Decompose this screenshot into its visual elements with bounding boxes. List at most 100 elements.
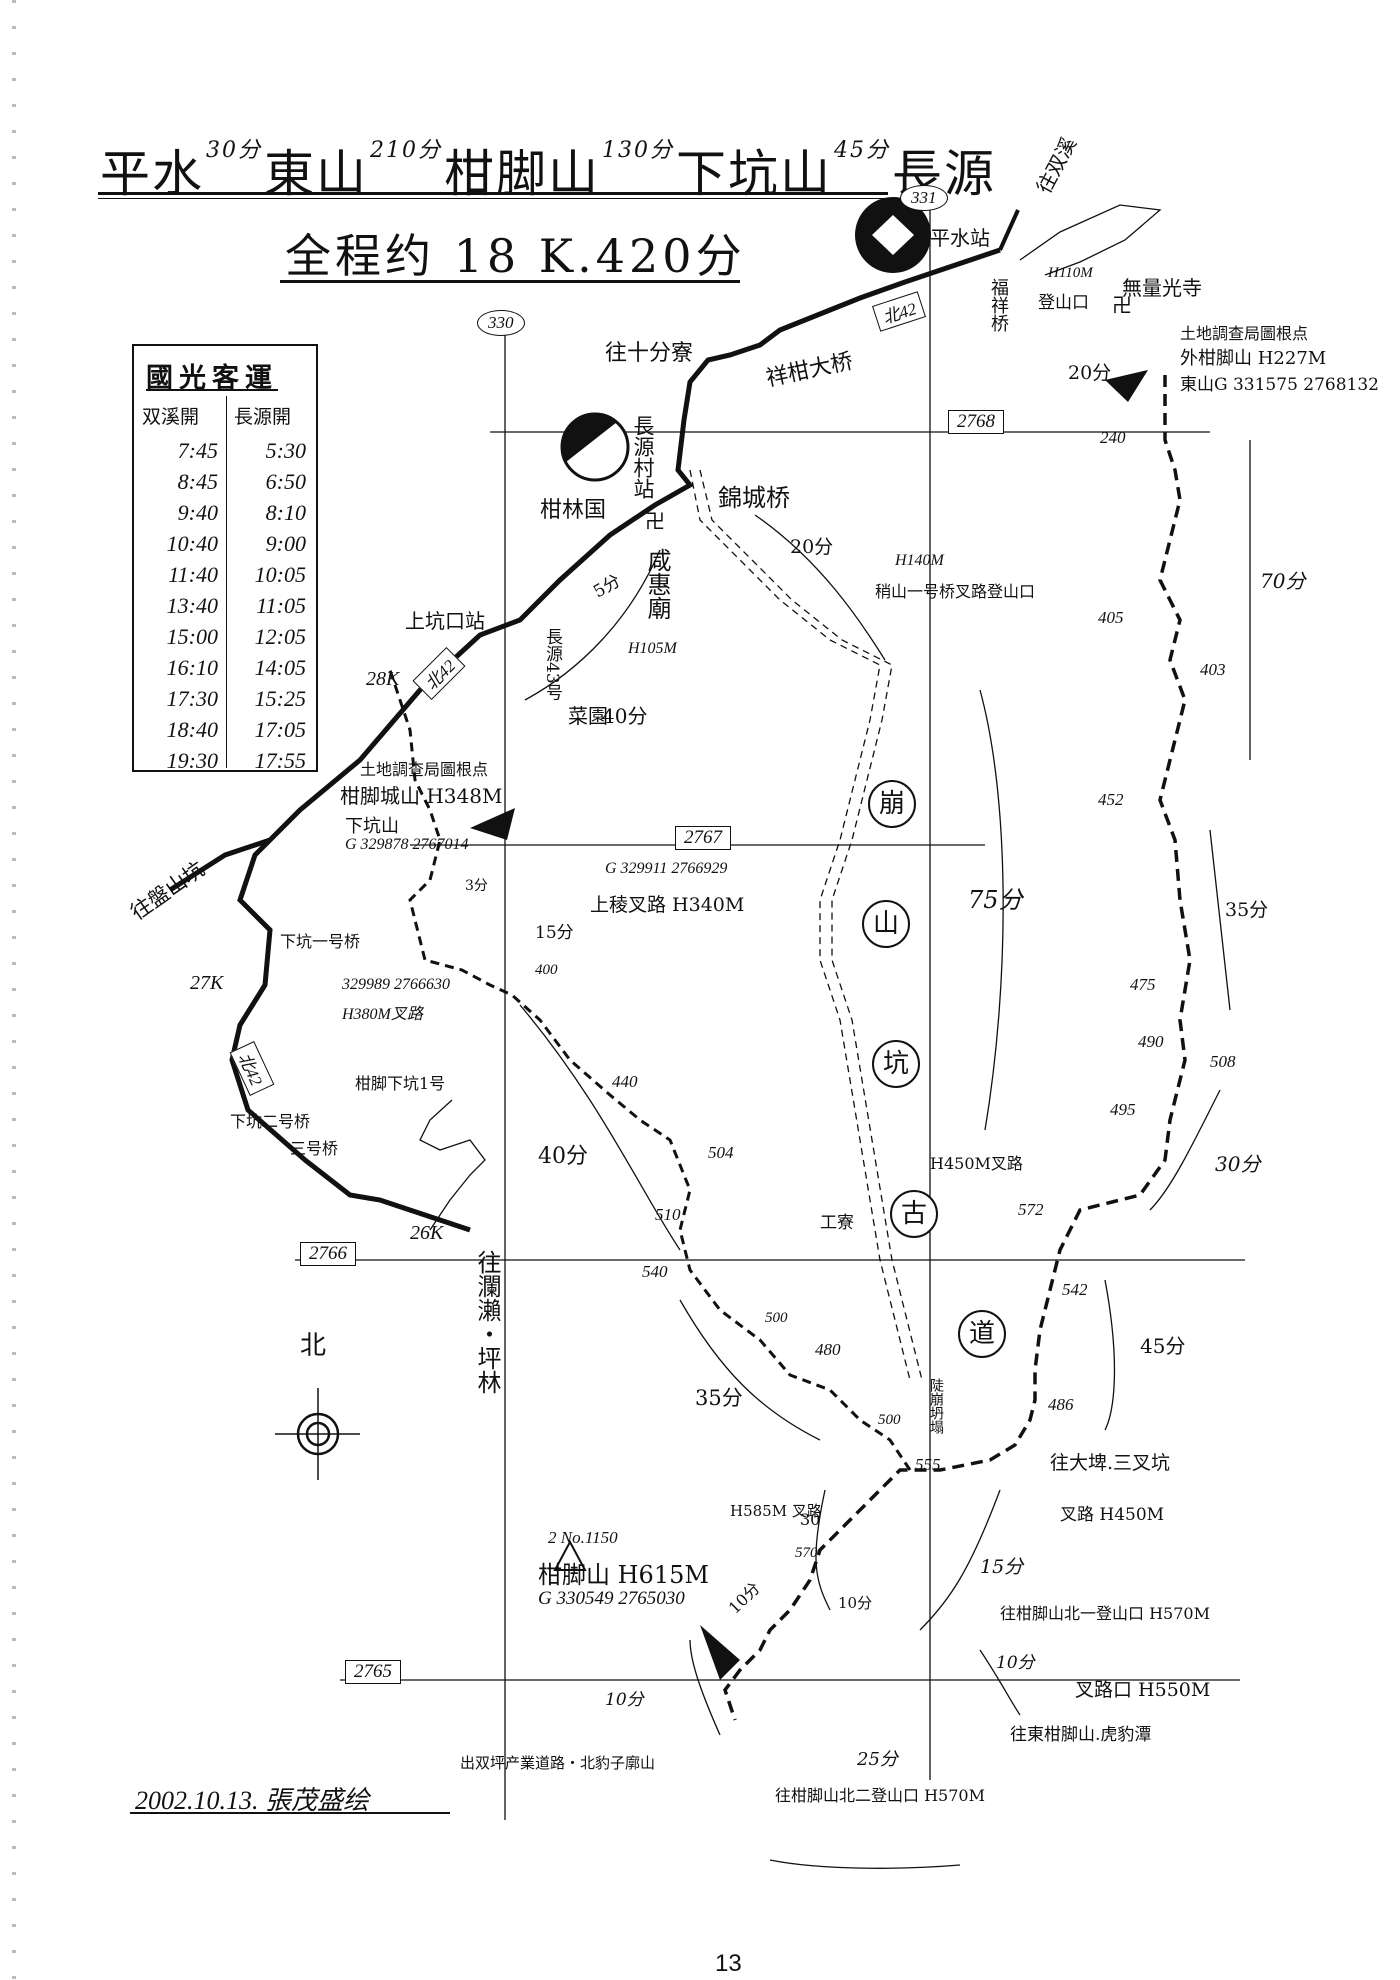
changyuan-village-label: 長源村站 — [631, 415, 655, 499]
time-arrows — [519, 440, 1251, 1869]
time-label: 25分 — [857, 1749, 898, 1770]
ganlin-school-label: 柑林国 — [540, 498, 607, 523]
grid-y-2767: 2767 — [675, 826, 731, 850]
bus-time: 10:05 — [254, 562, 306, 587]
pingshui-station-label: 平水站 — [930, 226, 990, 250]
vegetable-garden-label: 菜園 — [568, 704, 608, 728]
time-label: 10分 — [838, 1594, 873, 1612]
j329989-height-label: H380M叉路 — [342, 1006, 423, 1023]
time-label: 75分 — [968, 886, 1023, 914]
km-marker: 26K — [410, 1222, 444, 1244]
arrow-30b — [815, 1489, 831, 1611]
east-trailhead-label: 往柑脚山北一登山口 H570M — [1000, 1604, 1210, 1623]
elevation-label: 490 — [1138, 1032, 1164, 1051]
xiakengshan-coord-label: G 329878 2767014 — [345, 836, 469, 853]
bus-time: 12:05 — [254, 624, 306, 649]
arrow-45 — [1104, 1279, 1116, 1431]
dongshan-coord-label: 東山G 331575 2768132 — [1180, 375, 1379, 395]
road-to-panshankeng — [168, 837, 271, 893]
wuliang-temple-label: 無量光寺 — [1122, 276, 1202, 300]
time-label: 10分 — [605, 1690, 644, 1710]
elevation-label: 240 — [1100, 428, 1126, 447]
trailhead-label: 登山口 — [1038, 293, 1089, 313]
time-label: 40分 — [602, 704, 648, 728]
temple-icon: 卍 — [645, 509, 665, 533]
time-label: 40分 — [538, 1144, 588, 1169]
bus-time: 6:50 — [265, 469, 306, 494]
time-label: 70分 — [1260, 569, 1306, 593]
elevation-label: 500 — [765, 1310, 788, 1326]
time-label: 3分 — [465, 878, 488, 894]
jincheng-bridge-label: 錦城桥 — [718, 484, 790, 512]
ancient-road-side — [699, 469, 923, 1381]
time-label: 15分 — [535, 923, 574, 943]
arrow-75 — [979, 689, 1004, 1131]
north-compass — [275, 1388, 360, 1480]
title-duration: 30分 — [206, 138, 262, 163]
bus-time: 7:45 — [177, 438, 218, 463]
changyuan-station-symbol — [560, 412, 630, 482]
to-shifenliao-label: 往十分寮 — [605, 341, 694, 366]
shangling-junction-label: 上稜叉路 H340M — [590, 894, 745, 916]
elevation-label: 440 — [612, 1072, 638, 1091]
river — [1019, 204, 1162, 276]
bus-time: 16:10 — [166, 655, 218, 680]
route-subtitle: 全程约 18 K.420分 — [285, 229, 746, 283]
time-label: 10分 — [996, 1653, 1035, 1673]
ganjiaoshan-number-label: 2 No.1150 — [548, 1528, 618, 1547]
highway-road — [229, 247, 1001, 1233]
time-label: 20分 — [1068, 362, 1112, 384]
elevation-label: 572 — [1018, 1200, 1044, 1219]
bus-column-divider — [226, 396, 227, 768]
trailhead-height-label: H110M — [1048, 265, 1093, 281]
bus-time: 15:25 — [254, 686, 306, 711]
bus-time: 17:30 — [166, 686, 218, 711]
elevation-label: 540 — [642, 1262, 668, 1281]
bus-time: 11:05 — [256, 593, 306, 618]
time-label: 30 — [800, 1510, 821, 1529]
bus-time: 8:45 — [177, 469, 218, 494]
xiakeng-bridge2-label: 下坑二号桥 — [230, 1112, 311, 1131]
ancient-road-char: 坑 — [872, 1040, 920, 1088]
junction-450-label: 叉路 H450M — [1060, 1505, 1165, 1525]
bus-col2-header: 長源開 — [234, 406, 292, 428]
ganjiaocheng-peak-marker — [470, 808, 515, 840]
shangkengkou-station-label: 上坑口站 — [405, 609, 485, 633]
time-label: 20分 — [790, 536, 834, 558]
fuxiang-bridge-label: 福祥桥 — [988, 278, 1009, 332]
grid-y-2766: 2766 — [300, 1242, 356, 1266]
arrow-35a — [1209, 829, 1231, 1011]
south-trailhead-label: 往柑脚山北二登山口 H570M — [775, 1786, 985, 1805]
credit-underline — [130, 1812, 450, 1814]
main-trail — [723, 375, 1192, 1721]
time-label: 35分 — [695, 1386, 743, 1410]
arrow-10b — [689, 1639, 721, 1736]
elevation-label: 452 — [1098, 790, 1124, 809]
bus-time: 5:30 — [265, 438, 306, 463]
elevation-label: 486 — [1048, 1395, 1074, 1414]
elevation-label: 542 — [1062, 1280, 1088, 1299]
arrow-40b — [519, 1004, 681, 1251]
ancient-road-char: 道 — [958, 1310, 1006, 1358]
bus-time: 17:05 — [254, 717, 306, 742]
elevation-label: 555 — [915, 1455, 941, 1474]
elevation-label: 403 — [1200, 660, 1226, 679]
to-east-ganjiao-label: 往東柑脚山.虎豹潭 — [1010, 1725, 1152, 1745]
bus-time: 15:00 — [166, 624, 218, 649]
dongshan-name-label: 外柑脚山 H227M — [1180, 348, 1327, 369]
dongshan-survey-label: 土地調查局圖根点 — [1180, 324, 1309, 343]
xianhui-temple-label: 咸惠廟 — [643, 548, 671, 620]
changyuan-43-label: 長源43号 — [542, 628, 562, 701]
xiakeng-bridge1-label: 下坑一号桥 — [280, 932, 361, 951]
elevation-label: 475 — [1130, 975, 1156, 994]
h140-label: H140M — [895, 552, 944, 569]
ancient-road-char: 古 — [890, 1190, 938, 1238]
junction-550-label: 叉路口 H550M — [1075, 1679, 1211, 1701]
title-duration: 210分 — [370, 138, 442, 163]
title-duration: 45分 — [834, 138, 890, 163]
collapse-label: 陡崩坍塌 — [928, 1378, 944, 1434]
elevation-label: 400 — [535, 962, 558, 978]
junction-450b-label: H450M叉路 — [930, 1154, 1023, 1173]
ganjiaoshan-peak-marker — [700, 1625, 740, 1680]
